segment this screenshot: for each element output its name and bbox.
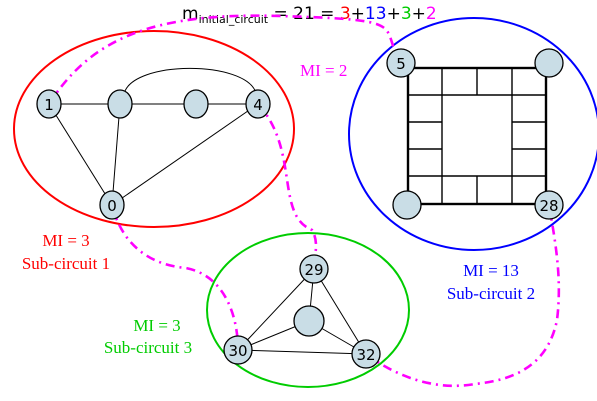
title-equation-lhs: = 21 = bbox=[268, 4, 340, 24]
node-0-label: 0 bbox=[107, 197, 117, 215]
inter-circuit-links bbox=[47, 14, 561, 388]
title-term-3: 3 bbox=[401, 4, 412, 24]
edge-a-4-arc bbox=[123, 67, 257, 95]
node-grid-bottom-left bbox=[392, 190, 422, 220]
node-4-label: 4 bbox=[253, 96, 263, 114]
node-unlabeled-b bbox=[183, 89, 209, 119]
node-0 bbox=[99, 190, 125, 220]
subcircuit-1-edges bbox=[48, 67, 259, 206]
title-prefix: m bbox=[182, 4, 199, 24]
node-28-label: 28 bbox=[539, 197, 558, 215]
edge-30-32 bbox=[237, 349, 367, 355]
edge-29-30 bbox=[237, 268, 315, 351]
link-mi-label: MI = 2 bbox=[300, 61, 347, 80]
subcircuit-1-name-label: Sub-circuit 1 bbox=[22, 254, 110, 273]
link-4-to-29 bbox=[257, 103, 318, 261]
title-term-4: 2 bbox=[426, 4, 437, 24]
node-5 bbox=[386, 48, 416, 78]
title-plus-3: + bbox=[412, 4, 426, 24]
title-plus-2: + bbox=[387, 4, 401, 24]
title-equation: minitial_circuit = 21 = 3+13+3+2 bbox=[182, 4, 437, 26]
subcircuit-1-nodes: 1 4 0 bbox=[36, 89, 271, 220]
subcircuit-2-nodes: 5 28 bbox=[386, 48, 564, 220]
title-term-1: 3 bbox=[340, 4, 351, 24]
subcircuit-3-boundary bbox=[206, 232, 410, 388]
link-32-to-28 bbox=[365, 204, 561, 388]
node-1-label: 1 bbox=[44, 96, 54, 114]
node-4 bbox=[245, 89, 271, 119]
node-unlabeled-a bbox=[107, 89, 133, 119]
edge-29-32 bbox=[313, 268, 367, 355]
subcircuit-2-boundary bbox=[348, 17, 597, 251]
edge-1-0 bbox=[48, 103, 113, 206]
node-30-label: 30 bbox=[228, 342, 247, 360]
node-center bbox=[293, 305, 325, 337]
title-plus-1: + bbox=[351, 4, 365, 24]
link-1-to-5 bbox=[47, 14, 401, 105]
node-grid-top-right bbox=[534, 48, 564, 78]
edge-a-0 bbox=[111, 103, 121, 206]
subcircuit-1-boundary bbox=[13, 30, 295, 228]
subcircuit-2-grid bbox=[406, 66, 548, 206]
edge-4-0 bbox=[111, 103, 259, 206]
node-1 bbox=[36, 89, 62, 119]
subcircuit-3-name-label: Sub-circuit 3 bbox=[104, 338, 192, 357]
title-term-2: 13 bbox=[365, 4, 387, 24]
node-5-label: 5 bbox=[396, 55, 406, 73]
node-29-label: 29 bbox=[304, 261, 323, 279]
subcircuit-1-mi-label: MI = 3 bbox=[42, 231, 89, 250]
node-28 bbox=[534, 190, 564, 220]
node-32-label: 32 bbox=[356, 346, 375, 364]
node-29 bbox=[299, 254, 329, 284]
subcircuit-2-mi-label: MI = 13 bbox=[463, 261, 519, 280]
subcircuit-3-nodes: 29 30 32 bbox=[223, 254, 381, 369]
node-30 bbox=[223, 335, 253, 365]
subcircuit-3-mi-label: MI = 3 bbox=[133, 316, 180, 335]
subcircuit-2-name-label: Sub-circuit 2 bbox=[447, 284, 535, 303]
node-32 bbox=[351, 339, 381, 369]
